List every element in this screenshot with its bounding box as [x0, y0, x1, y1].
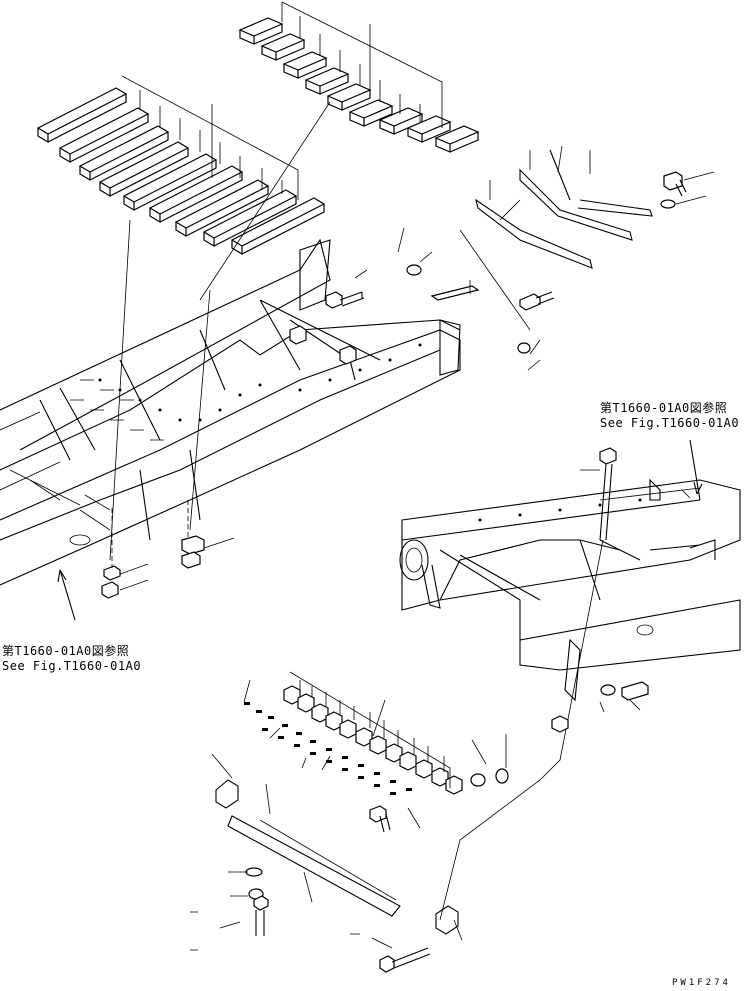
reference-ja-right: 第T1660-01A0図参照: [600, 401, 728, 415]
reference-en-left: See Fig.T1660-01A0: [2, 659, 142, 673]
reference-arrows: [57, 569, 76, 621]
upper-frame: [0, 238, 461, 586]
bracket-plates: [475, 145, 715, 269]
clip-group: [243, 671, 509, 833]
left-fasteners: [101, 101, 331, 599]
upper-pads-group: [238, 1, 480, 153]
long-pads-group: [36, 75, 326, 256]
reference-ja-left: 第T1660-01A0図参照: [2, 644, 130, 658]
tie-rod-bolt: [439, 447, 649, 921]
drawing-code: PW1F274: [672, 978, 731, 988]
upper-fasteners: [325, 227, 555, 371]
lower-bar: [190, 753, 463, 973]
right-frame: [399, 439, 741, 671]
reference-en-right: See Fig.T1660-01A0: [600, 416, 740, 430]
